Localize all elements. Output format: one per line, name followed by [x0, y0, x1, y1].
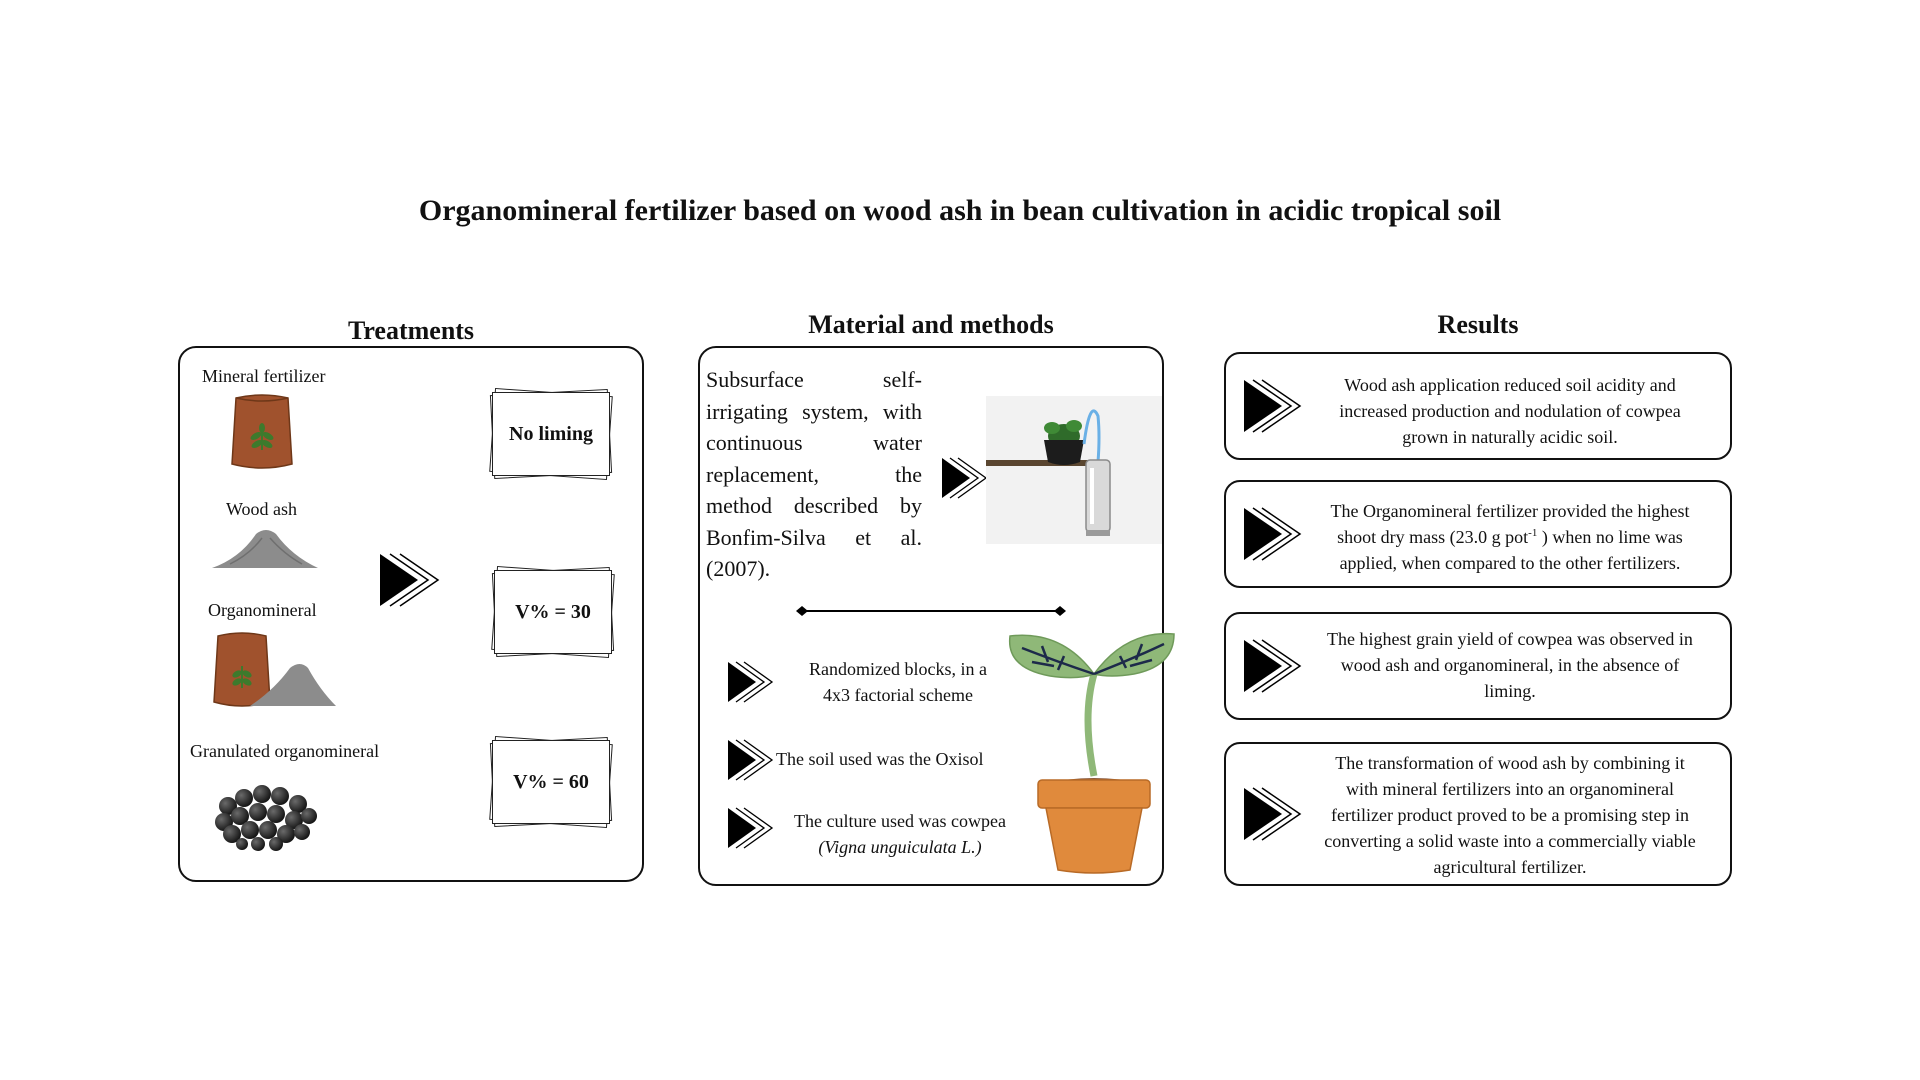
forward-arrow-icon	[728, 739, 774, 781]
method-soil: The soil used was the Oxisol	[776, 749, 984, 769]
result-text-1: Wood ash application reduced soil acidit…	[1308, 372, 1712, 450]
method-culture: The culture used was cowpea (Vigna ungui…	[780, 808, 1020, 860]
result-card-1: Wood ash application reduced soil acidit…	[1224, 352, 1732, 460]
methods-line: (2007).	[706, 556, 771, 581]
result-card-2: The Organomineral fertilizer provided th…	[1224, 480, 1732, 588]
method-design: Randomized blocks, in a 4x3 factorial sc…	[778, 656, 1018, 708]
method-culture-line2: (Vigna unguiculata L.)	[818, 837, 982, 857]
result-fragment: ) when no lime was	[1537, 527, 1683, 547]
results-heading: Results	[1437, 310, 1519, 339]
result-line: fertilizer product proved to be a promis…	[1331, 805, 1689, 825]
forward-arrow-icon	[1244, 787, 1302, 841]
result-text-2: The Organomineral fertilizer provided th…	[1308, 498, 1712, 576]
result-line: increased production and nodulation of c…	[1339, 401, 1681, 421]
result-line: Wood ash application reduced soil acidit…	[1344, 375, 1676, 395]
liming-label-60: V% = 60	[513, 770, 589, 793]
result-superscript: -1	[1528, 527, 1538, 539]
methods-line: Subsurface self-	[706, 367, 922, 392]
methods-line: replacement, the	[706, 461, 922, 487]
liming-label-30: V% = 30	[515, 600, 591, 623]
result-line: wood ash and organomineral, in the absen…	[1340, 655, 1680, 675]
section-divider	[796, 606, 1066, 616]
result-line: with mineral fertilizers into an organom…	[1345, 779, 1675, 799]
treatments-heading: Treatments	[347, 316, 475, 345]
liming-box-30: V% = 30	[491, 565, 615, 659]
treatments-panel	[178, 346, 644, 882]
methods-heading: Material and methods	[808, 310, 1054, 339]
result-line: applied, when compared to the other fert…	[1339, 553, 1681, 573]
methods-line: continuous water	[706, 430, 922, 455]
forward-arrow-icon	[1244, 639, 1302, 693]
result-card-4: The transformation of wood ash by combin…	[1224, 742, 1732, 886]
forward-arrow-icon	[1244, 379, 1302, 433]
page-title: Organomineral fertilizer based on wood a…	[418, 194, 1502, 227]
method-design-line1: Randomized blocks, in a	[809, 659, 987, 679]
methods-description: Subsurface self- irrigating system, with…	[706, 364, 922, 585]
treatment-label-wood-ash: Wood ash	[226, 499, 298, 519]
fertilizer-bag-icon	[231, 394, 293, 469]
result-fragment: shoot dry mass (23.0 g pot	[1337, 527, 1529, 547]
result-line: The Organomineral fertilizer provided th…	[1330, 501, 1690, 521]
granules-icon	[215, 785, 317, 851]
forward-arrow-icon	[380, 553, 440, 607]
result-line: The transformation of wood ash by combin…	[1335, 753, 1685, 773]
treatment-label-mineral: Mineral fertilizer	[202, 366, 326, 386]
forward-arrow-icon	[1244, 507, 1302, 561]
result-line: liming.	[1484, 681, 1536, 701]
treatment-label-granulated: Granulated organomineral	[190, 741, 380, 761]
treatment-label-organomineral: Organomineral	[208, 600, 317, 620]
result-card-3: The highest grain yield of cowpea was ob…	[1224, 612, 1732, 720]
result-line: The highest grain yield of cowpea was ob…	[1327, 629, 1693, 649]
method-culture-line1: The culture used was cowpea	[794, 811, 1006, 831]
liming-label-none: No liming	[509, 422, 593, 445]
ash-pile-icon	[212, 530, 318, 568]
irrigation-system-image	[986, 396, 1162, 544]
method-design-line2: 4x3 factorial scheme	[823, 685, 973, 705]
seedling-pot-image	[1008, 632, 1175, 874]
methods-line: irrigating system, with	[706, 398, 922, 424]
methods-line: method described by	[706, 493, 922, 518]
organomineral-icon	[213, 632, 336, 707]
forward-arrow-icon	[942, 457, 988, 499]
result-line: agricultural fertilizer.	[1433, 857, 1587, 877]
result-text-3: The highest grain yield of cowpea was ob…	[1308, 626, 1712, 704]
result-line: shoot dry mass (23.0 g pot-1 ) when no l…	[1308, 524, 1712, 550]
result-text-4: The transformation of wood ash by combin…	[1308, 750, 1712, 880]
methods-line: Bonfim-Silva et al.	[706, 524, 922, 550]
liming-box-none: No liming	[489, 387, 613, 481]
result-line: grown in naturally acidic soil.	[1402, 427, 1618, 447]
forward-arrow-icon	[728, 661, 774, 703]
result-line: converting a solid waste into a commerci…	[1324, 831, 1696, 851]
methods-panel	[698, 346, 1164, 886]
liming-box-60: V% = 60	[489, 735, 613, 829]
forward-arrow-icon	[728, 807, 774, 849]
